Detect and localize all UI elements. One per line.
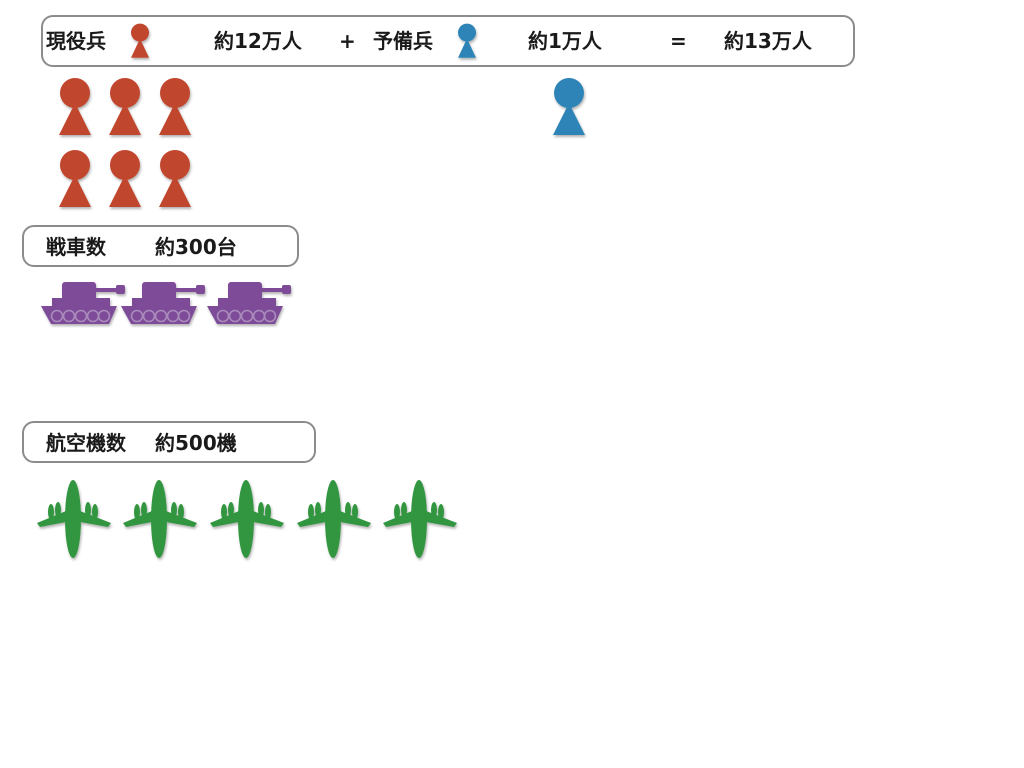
soldier-icon xyxy=(156,77,194,137)
reserve-soldiers-count: 約1万人 xyxy=(528,29,602,53)
aircraft-count: 約500機 xyxy=(155,431,237,455)
tanks-summary-box: 戦車数 約300台 xyxy=(22,225,299,267)
aircraft-label: 航空機数 xyxy=(46,431,126,455)
soldier-icon xyxy=(56,149,94,209)
active-soldiers-label: 現役兵 xyxy=(46,29,106,53)
tank-icon xyxy=(206,282,292,326)
soldier-icon xyxy=(106,77,144,137)
airplane-icon xyxy=(296,479,372,559)
tanks-count: 約300台 xyxy=(155,235,237,259)
soldier-icon xyxy=(56,77,94,137)
airplane-icon xyxy=(36,479,112,559)
soldier-icon xyxy=(156,149,194,209)
reserve-soldier-figure-icon xyxy=(550,77,588,137)
active-soldier-icon xyxy=(127,23,153,59)
tank-icon xyxy=(40,282,126,326)
tanks-label: 戦車数 xyxy=(46,235,106,259)
active-soldiers-count: 約12万人 xyxy=(214,29,302,53)
airplane-icon xyxy=(209,479,285,559)
aircraft-summary-box: 航空機数 約500機 xyxy=(22,421,316,463)
plus-sign: + xyxy=(339,29,356,53)
equals-sign: = xyxy=(670,29,687,53)
airplane-icon xyxy=(122,479,198,559)
reserve-soldiers-label: 予備兵 xyxy=(373,29,433,53)
airplane-icon xyxy=(382,479,458,559)
tank-icon xyxy=(120,282,206,326)
total-soldiers-count: 約13万人 xyxy=(724,29,812,53)
personnel-summary-box: 現役兵 約12万人 + 予備兵 約1万人 = 約13万人 xyxy=(41,15,855,67)
soldier-icon xyxy=(106,149,144,209)
reserve-soldier-icon xyxy=(454,23,480,59)
